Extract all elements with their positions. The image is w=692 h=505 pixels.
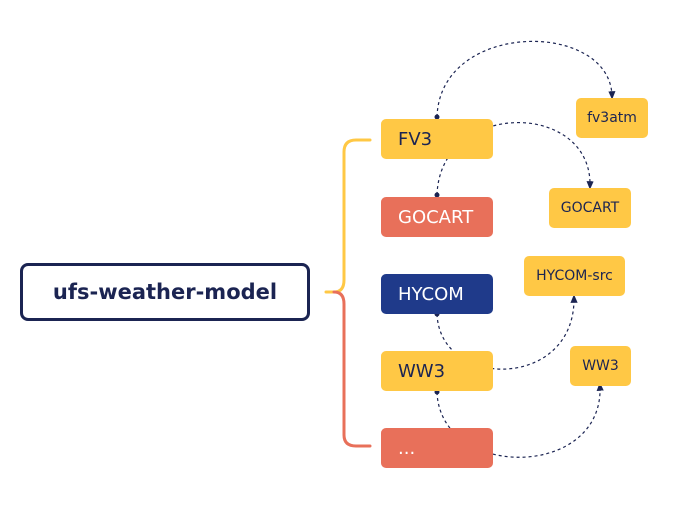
brace-lower	[332, 290, 372, 448]
root-node: ufs-weather-model	[20, 263, 310, 321]
source-ww3: WW3	[570, 346, 631, 386]
link-start-dot-gocart	[434, 192, 440, 198]
component-hycom: HYCOM	[381, 274, 493, 314]
component-fv3: FV3	[381, 119, 493, 159]
component-gocart: GOCART	[381, 197, 493, 237]
link-ww3-to-ww3-src	[436, 382, 604, 458]
link-start-dot-fv3	[434, 114, 440, 120]
link-gocart-to-gocart-src	[436, 122, 594, 196]
link-fv3-to-fv3atm	[436, 40, 616, 118]
source-gocart: GOCART	[549, 188, 631, 228]
source-hycom-src: HYCOM-src	[524, 256, 625, 296]
component-ww3: WW3	[381, 351, 493, 391]
component-more: ...	[381, 428, 493, 468]
brace-upper	[324, 138, 372, 294]
link-hycom-to-hycom-src	[436, 294, 578, 370]
source-fv3atm: fv3atm	[576, 98, 648, 138]
